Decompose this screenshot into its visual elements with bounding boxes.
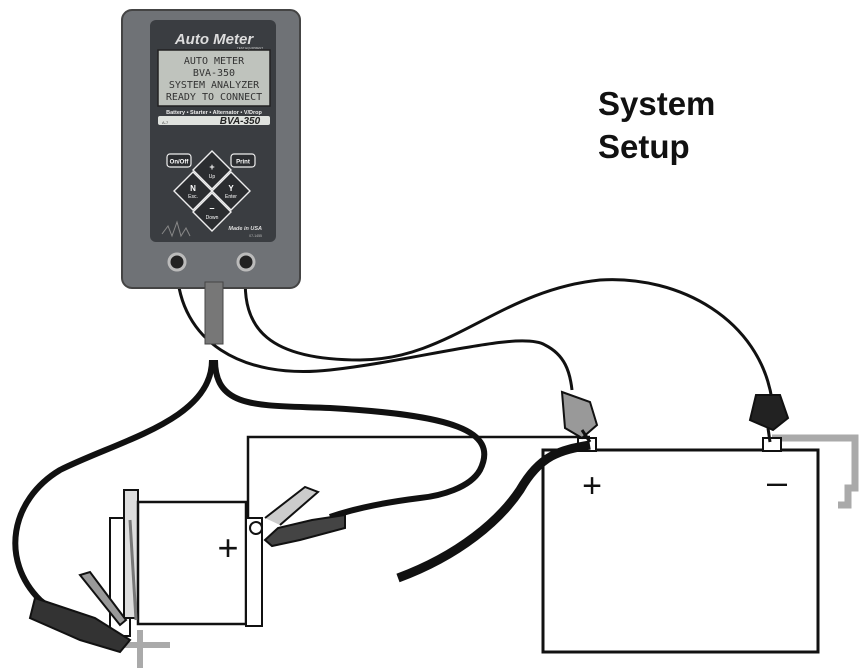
battery-positive-clip xyxy=(560,390,599,443)
no-symbol: N xyxy=(190,184,196,193)
lcd-line-2: BVA-350 xyxy=(193,68,235,79)
print-button-label: Print xyxy=(236,160,250,166)
device-tagline: Battery • Starter • Alternator • V/Drop xyxy=(166,110,262,116)
cable-to-starter-positive-clamp xyxy=(212,359,488,520)
onoff-button[interactable]: On/Off xyxy=(166,153,192,168)
starter-ground-clamp xyxy=(28,570,132,654)
ground-symbol-battery xyxy=(772,434,859,509)
up-button[interactable]: + Up xyxy=(192,150,232,190)
down-button[interactable]: – Down xyxy=(192,192,232,232)
up-symbol: + xyxy=(209,162,214,172)
jack-right xyxy=(236,252,256,272)
model-small: A-7 xyxy=(162,120,169,125)
part-number: 07-1455 xyxy=(249,234,262,238)
yes-enter-button[interactable]: Y Enter xyxy=(211,171,251,211)
battery-negative-post xyxy=(762,437,782,452)
jack-left xyxy=(167,252,187,272)
lcd-line-1: AUTO METER xyxy=(184,56,245,67)
onoff-button-label: On/Off xyxy=(170,160,190,166)
down-symbol: – xyxy=(209,203,214,213)
model-name: BVA-350 xyxy=(220,116,261,127)
lcd-line-3: SYSTEM ANALYZER xyxy=(169,80,260,91)
cable-large-to-battery xyxy=(396,440,591,583)
battery xyxy=(541,448,820,654)
print-button[interactable]: Print xyxy=(230,153,256,168)
battery-negative-label: – xyxy=(767,461,787,502)
starter-motor xyxy=(109,489,263,637)
yes-label: Enter xyxy=(225,194,237,200)
starter-positive-clamp xyxy=(249,485,346,548)
up-label: Up xyxy=(209,174,216,180)
battery-negative-clip xyxy=(748,394,790,443)
diagram-title-line-1: System xyxy=(598,85,716,122)
made-in-label: Made in USA xyxy=(228,226,262,232)
brand-subtitle: TEST EQUIPMENT xyxy=(237,46,263,50)
no-esc-button[interactable]: N Esc. xyxy=(173,171,213,211)
down-label: Down xyxy=(206,215,219,221)
diagram-title-line-2: Setup xyxy=(598,128,690,165)
brand-logo: Auto Meter xyxy=(174,31,254,48)
lcd-line-4: READY TO CONNECT xyxy=(166,92,262,103)
sense-lead-black xyxy=(243,269,774,401)
battery-positive-label: + xyxy=(582,467,602,505)
waveform-icon xyxy=(161,220,191,238)
starter-terminal-label: + xyxy=(217,527,238,568)
yes-symbol: Y xyxy=(228,184,234,193)
no-label: Esc. xyxy=(188,194,198,200)
starter-to-battery-wire xyxy=(246,435,590,528)
